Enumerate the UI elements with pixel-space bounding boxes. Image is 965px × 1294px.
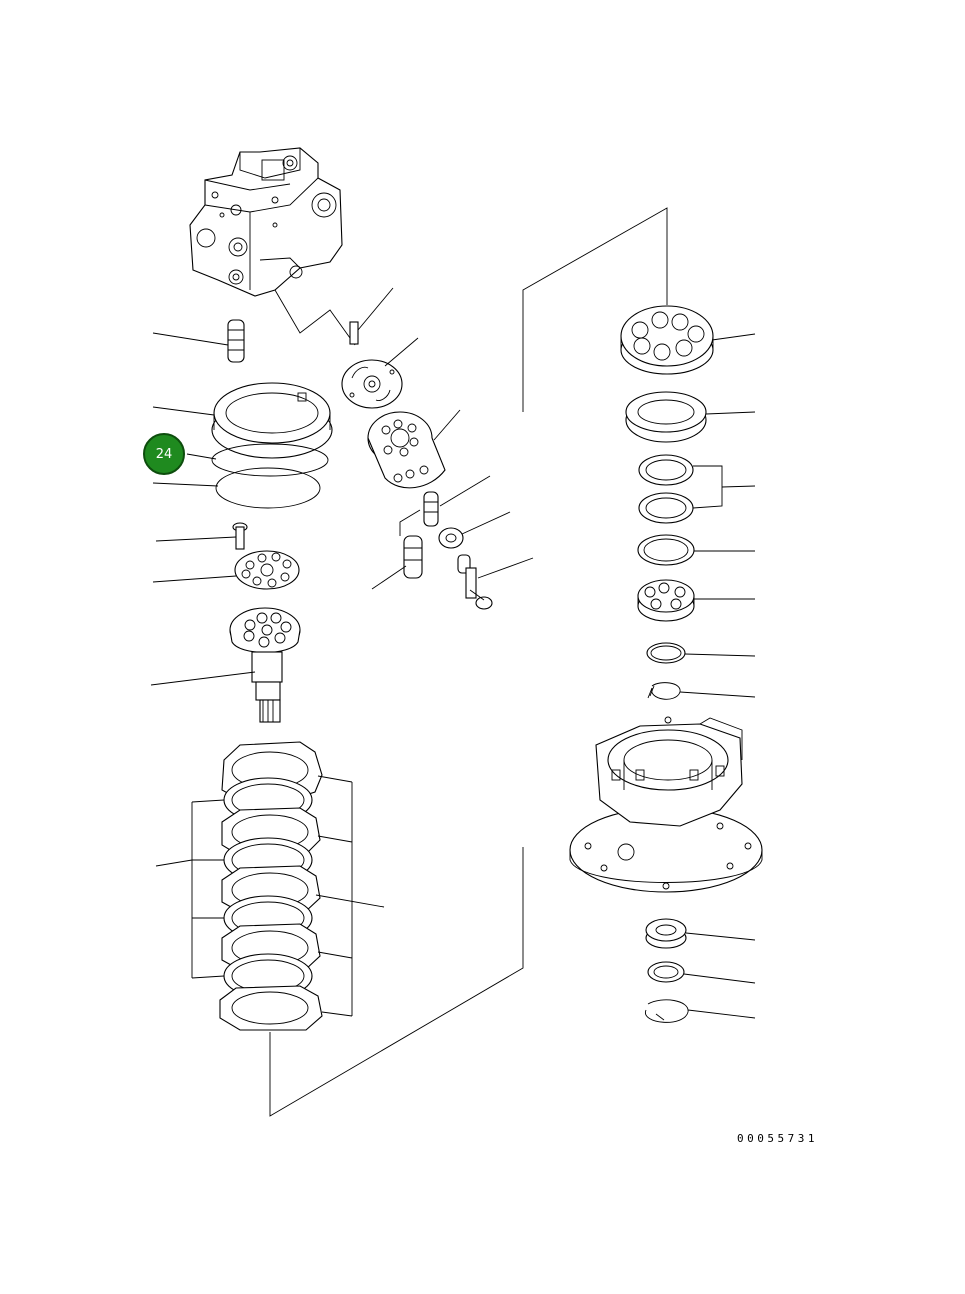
spring-part (227, 319, 245, 363)
figure-number: 00055731 (737, 1132, 818, 1145)
washer-part (438, 527, 464, 549)
retainer-plate-part (234, 550, 300, 590)
friction-disc-stack (219, 741, 323, 1031)
snap-ring-part (645, 999, 689, 1023)
ring-carrier-part (211, 382, 333, 459)
spring-part (423, 491, 439, 527)
valve-body-part (189, 147, 343, 297)
check-valve-part (403, 535, 423, 579)
cylinder-block-part (367, 411, 446, 489)
spool-part (349, 321, 359, 345)
cylinder-shaft-part (229, 607, 301, 723)
ball-bearing-part (637, 579, 695, 622)
valve-plate-part (341, 359, 403, 409)
washer-part (646, 642, 686, 664)
nut-part (645, 918, 687, 949)
motor-housing-part (569, 716, 763, 893)
bolt-part (232, 522, 248, 550)
seal-ring-part (625, 391, 707, 443)
snap-ring-part (647, 682, 681, 700)
item-24-callout-button[interactable]: 24 (143, 433, 185, 475)
piston-rod-part (457, 554, 493, 610)
washer-part (647, 961, 685, 983)
shim-part (638, 454, 694, 524)
seal-part (637, 534, 695, 566)
roller-bearing-part (620, 305, 714, 375)
o-ring-part (211, 443, 329, 509)
